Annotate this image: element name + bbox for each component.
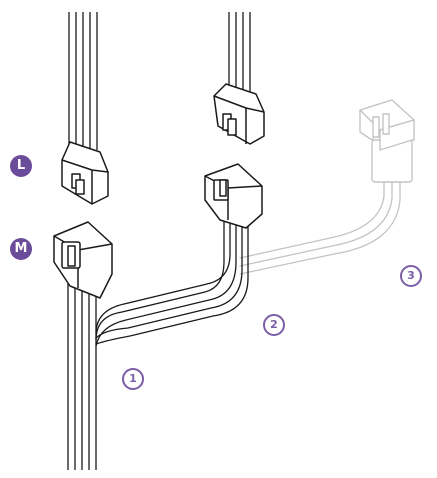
step-1-badge: 1 <box>122 368 144 390</box>
cable-m-wires <box>67 280 97 470</box>
faded-cable-extension <box>239 159 401 275</box>
badge-m: M <box>10 238 32 260</box>
cable-top-wires <box>228 12 251 92</box>
connector-top <box>213 83 265 145</box>
faded-connector <box>359 99 415 183</box>
step-2-badge: 2 <box>263 314 285 336</box>
connector-m <box>53 221 113 299</box>
step-3-badge: 3 <box>400 265 422 287</box>
connector-branch <box>204 163 263 229</box>
branch-cable <box>95 221 249 347</box>
badge-l: L <box>10 155 32 177</box>
cable-l-wires <box>68 12 98 150</box>
connector-l <box>61 141 109 205</box>
